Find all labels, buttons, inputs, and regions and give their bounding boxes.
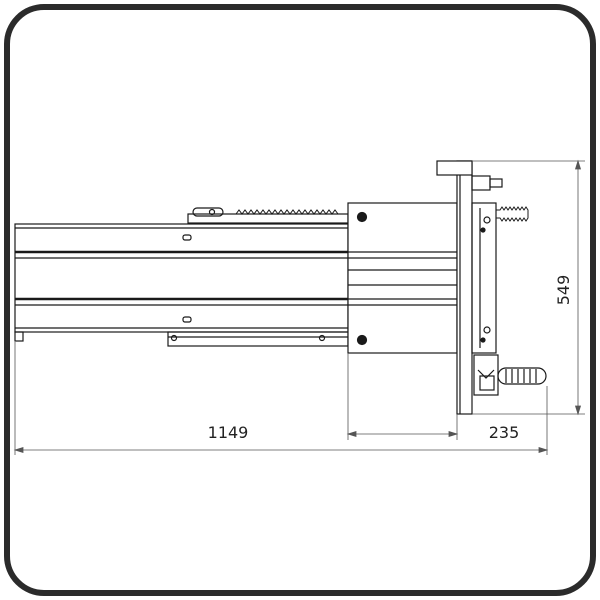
hand-crank <box>473 354 547 396</box>
gear-rack <box>187 207 349 224</box>
dimension-housing <box>346 353 459 440</box>
bottom-rail <box>167 331 349 347</box>
dim-label-overall-length: 1149 <box>208 423 249 442</box>
dim-label-handle-extension: 235 <box>489 423 520 442</box>
main-beam <box>14 223 349 342</box>
mounting-plate <box>436 160 529 415</box>
dimension-overall <box>13 342 549 455</box>
housing-block <box>347 202 458 354</box>
dimension-height <box>472 159 585 416</box>
dim-label-height: 549 <box>554 275 573 306</box>
